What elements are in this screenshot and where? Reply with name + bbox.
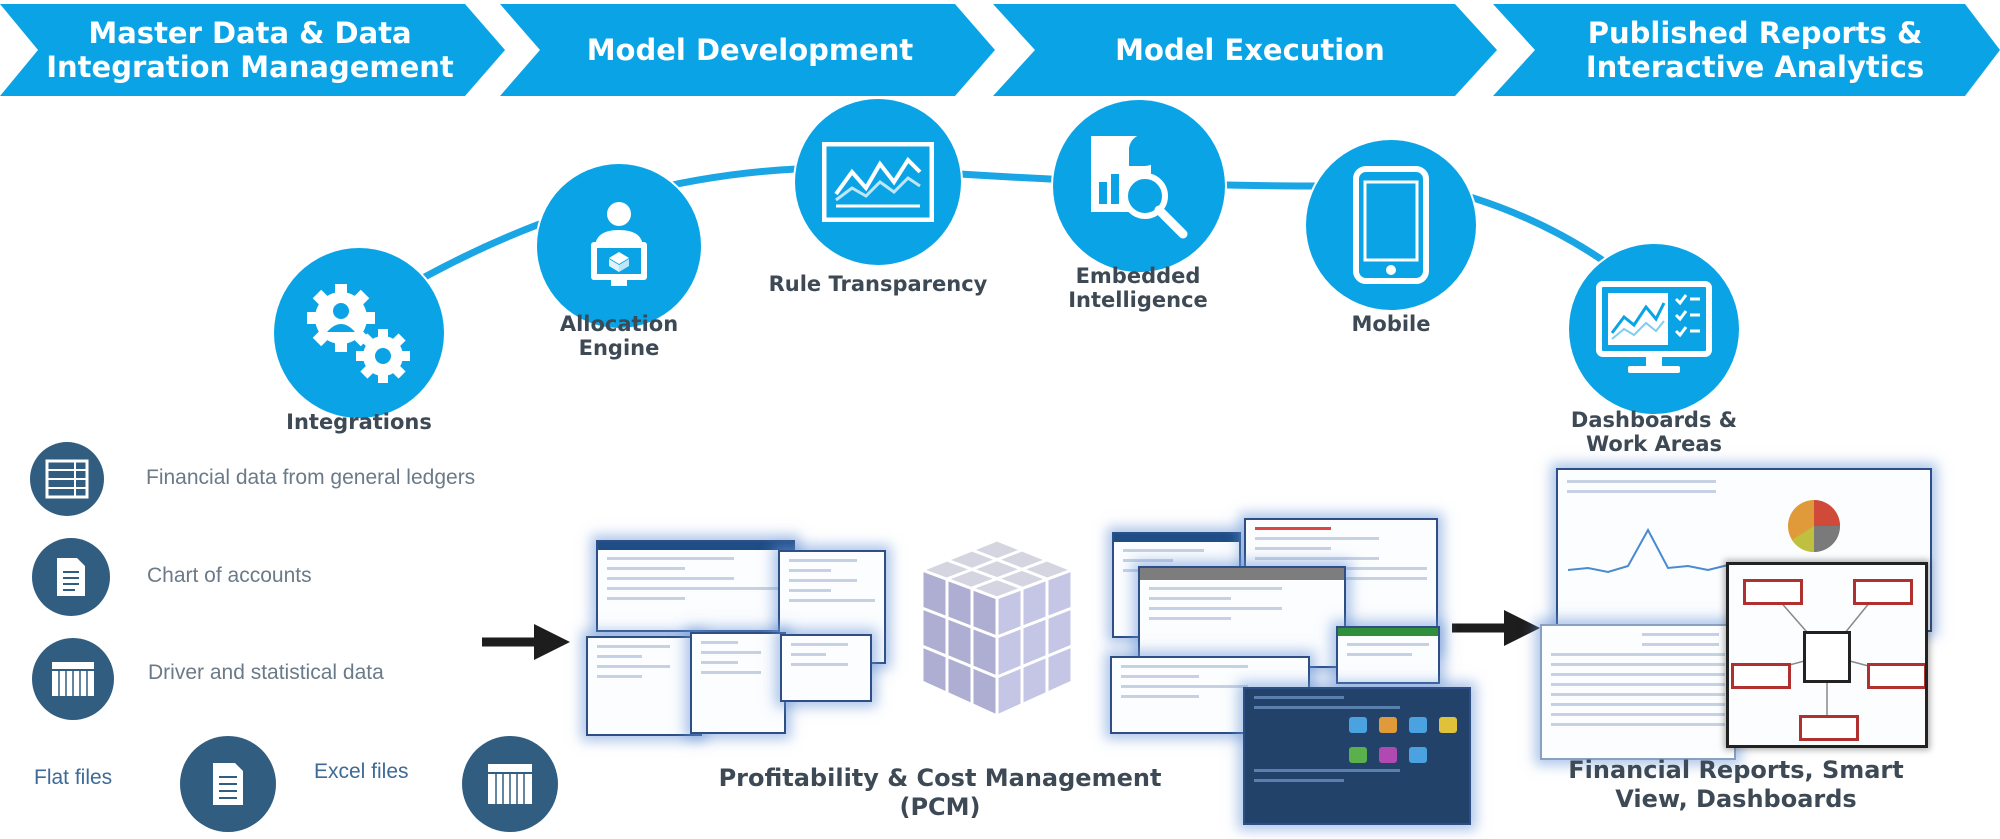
allocation-engine-label: Allocation Engine	[559, 312, 679, 360]
stage-chevron-2	[500, 4, 995, 96]
spreadsheet-icon	[52, 662, 94, 696]
pcm-screenshot-8	[1138, 566, 1346, 668]
pcm-screenshot-4	[690, 632, 786, 734]
driver-data-label: Driver and statistical data	[148, 661, 384, 684]
report-node-box	[1799, 715, 1859, 741]
excel-file-icon	[488, 764, 532, 804]
arrow-to-reports	[1452, 610, 1540, 646]
stage-chevron-4	[1493, 4, 2000, 96]
report-screenshot-financial	[1540, 624, 1736, 760]
allocation-engine-node	[537, 164, 701, 328]
dashboards-label: Dashboards & Work Areas	[1570, 408, 1738, 456]
report-node-box	[1867, 663, 1925, 689]
mobile-node	[1306, 140, 1476, 310]
rule-transparency-node	[795, 99, 961, 265]
pcm-screenshot-11	[1243, 687, 1471, 825]
reports-caption: Financial Reports, Smart View, Dashboard…	[1568, 756, 1904, 813]
stage-chevron-3	[993, 4, 1497, 96]
dashboard-line-chart	[1568, 527, 1748, 574]
driver-data-source-icon	[32, 638, 114, 720]
pcm-screenshot-3	[586, 636, 702, 736]
embedded-intelligence-label: Embedded Intelligence	[1068, 264, 1208, 312]
ledger-source-label: Financial data from general ledgers	[146, 466, 476, 489]
dashboard-pie-chart	[1788, 500, 1840, 553]
chart-of-accounts-label: Chart of accounts	[147, 564, 312, 587]
report-screenshot-smart-view	[1726, 562, 1928, 748]
arrow-to-pcm	[482, 624, 570, 660]
pcm-screenshot-9	[1336, 626, 1440, 684]
stage-label-3: Model Execution	[1115, 33, 1385, 67]
stage-label-4: Published Reports & Interactive Analytic…	[1585, 16, 1925, 84]
ledger-icon	[45, 459, 89, 499]
mobile-label: Mobile	[1351, 312, 1431, 336]
report-node-box	[1853, 579, 1913, 605]
allocation-engine-icon	[591, 202, 647, 286]
data-cube-icon	[917, 538, 1077, 719]
excel-files-icon-circle	[462, 736, 558, 832]
dashboards-node	[1569, 244, 1739, 414]
stage-chevron-1	[0, 4, 505, 96]
flat-files-label: Flat files	[34, 766, 113, 789]
report-node-box	[1743, 579, 1803, 605]
integrations-node	[274, 248, 444, 418]
flat-file-icon	[213, 763, 243, 805]
excel-files-label: Excel files	[314, 760, 409, 783]
flat-files-icon-circle	[180, 736, 276, 832]
pcm-screenshot-5	[780, 634, 872, 702]
report-center-box	[1803, 631, 1851, 683]
stage-banner	[0, 4, 2000, 96]
document-icon	[57, 558, 85, 596]
stage-label-2: Model Development	[586, 33, 914, 67]
report-node-box	[1731, 663, 1791, 689]
ledger-source-icon	[30, 442, 104, 516]
pcm-screenshot-1	[596, 540, 795, 632]
gears-user-icon	[307, 284, 410, 383]
tablet-icon	[1353, 166, 1429, 284]
embedded-intelligence-node	[1053, 100, 1225, 272]
rule-transparency-label: Rule Transparency	[768, 272, 988, 296]
integrations-label: Integrations	[286, 410, 432, 434]
pcm-caption: Profitability & Cost Management (PCM)	[718, 764, 1162, 821]
line-chart-icon	[822, 142, 934, 222]
report-magnifier-icon	[1091, 134, 1188, 239]
stage-label-1: Master Data & Data Integration Managemen…	[46, 16, 454, 84]
monitor-dashboard-icon	[1596, 281, 1712, 373]
chart-of-accounts-source-icon	[32, 538, 110, 616]
